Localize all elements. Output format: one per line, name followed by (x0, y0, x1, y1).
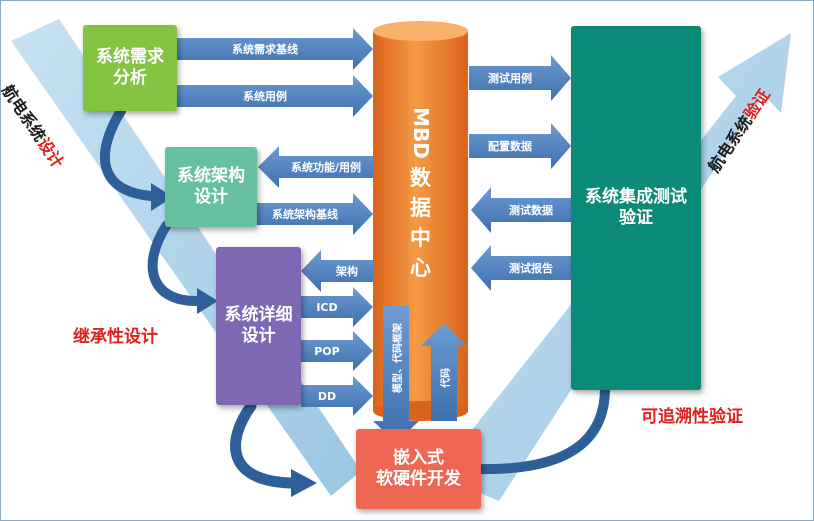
label-test-report: 测试报告 (509, 262, 553, 275)
embedded-development-box: 嵌入式软硬件开发 (356, 429, 481, 509)
label-test-data: 测试数据 (509, 204, 553, 217)
arrow-dd (301, 376, 373, 416)
req-line1: 系统需求 (96, 46, 164, 67)
label-dd: DD (317, 389, 337, 403)
mbd-char-3: 中 (410, 226, 431, 250)
system-requirements-box: 系统需求分析 (83, 25, 177, 111)
label-icd: ICD (316, 300, 338, 314)
arrow-arch (301, 250, 373, 292)
integ-line2: 验证 (619, 208, 653, 228)
arrow-code (421, 323, 467, 421)
system-detail-design-box: 系统详细设计 (216, 247, 301, 405)
label-model-framework: 模型、代码框架 (392, 323, 404, 393)
arrow-test-data (471, 187, 571, 233)
curve-arrow-req-arch (99, 106, 156, 201)
mbd-char-2: 据 (410, 196, 431, 220)
arrow-test-case (469, 55, 571, 101)
inherit-design-label: 继承性设计 (73, 327, 158, 347)
arrow-icd (301, 287, 373, 327)
arrow-model-framework (373, 306, 419, 443)
curve-arrowhead-req-arch (151, 183, 173, 211)
integ-line1: 系统集成测试 (585, 186, 687, 207)
label-code: 代码 (440, 368, 452, 388)
embed-line1: 嵌入式 (393, 447, 444, 468)
curve-arrowhead-arch-detail (197, 288, 218, 314)
req-line2: 分析 (113, 68, 147, 88)
embed-line2: 软硬件开发 (376, 469, 461, 489)
detail-line2: 设计 (241, 326, 276, 346)
label-test-case: 测试用例 (488, 72, 532, 85)
arch-line2: 设计 (194, 187, 228, 207)
label-pop: POP (314, 344, 340, 358)
label-config-data: 配置数据 (488, 140, 532, 153)
label-req-baseline: 系统需求基线 (232, 43, 298, 56)
curve-arrow-embed-integ (474, 368, 610, 475)
label-use-case: 系统用例 (243, 90, 287, 103)
arch-line1: 系统架构 (177, 165, 245, 186)
arrow-func-case (258, 146, 373, 188)
detail-line1: 系统详细 (224, 304, 293, 325)
center-cylinder-top (373, 21, 468, 41)
mbd-char-1: 数 (410, 166, 431, 190)
curve-arrow-arch-detail (147, 221, 201, 306)
arrow-test-report (471, 245, 571, 291)
arrow-req-baseline (177, 28, 373, 70)
label-func-case: 系统功能/用例 (290, 161, 362, 174)
curve-arrowhead-detail-embed (291, 469, 317, 497)
mbd-center-title: MBD 数 据 中 心 (373, 107, 468, 283)
label-arch-baseline: 系统架构基线 (272, 208, 338, 221)
system-integration-test-box: 系统集成测试验证 (571, 26, 701, 390)
label-arch: 架构 (336, 265, 358, 278)
arrow-pop (301, 331, 373, 371)
mbd-char-4: 心 (410, 256, 431, 280)
arrow-use-case (177, 75, 373, 117)
arrow-config-data (469, 123, 571, 169)
mbd-latin: MBD (408, 107, 433, 159)
system-architecture-box: 系统架构设计 (165, 147, 257, 227)
traceable-verification-label: 可追溯性验证 (641, 407, 743, 427)
arrow-arch-baseline (257, 193, 373, 235)
curve-arrow-detail-embed (230, 400, 297, 489)
